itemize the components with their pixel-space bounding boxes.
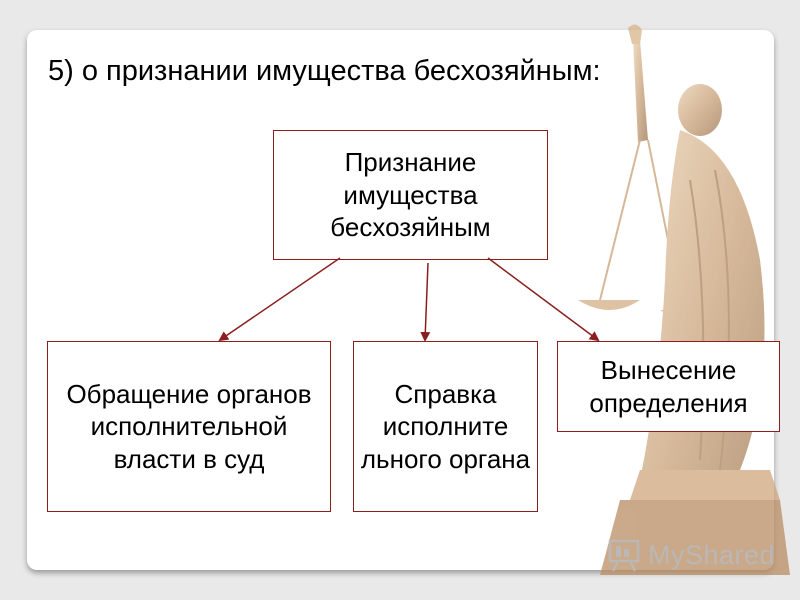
child-box-label: Справка исполните льного органа (360, 378, 531, 474)
root-box-label: Признание имущества бесхозяйным (330, 147, 491, 243)
child-box-ruling: Вынесение определения (557, 341, 780, 432)
presentation-board-icon (608, 539, 640, 572)
watermark: MyShared (608, 537, 775, 573)
slide-heading: 5) о признании имущества бесхозяйным: (48, 55, 601, 87)
child-box-court-appeal: Обращение органов исполнительной власти … (47, 341, 331, 512)
child-box-label: Обращение органов исполнительной власти … (66, 378, 312, 474)
root-box: Признание имущества бесхозяйным (273, 130, 548, 260)
watermark-text: MyShared (648, 539, 776, 570)
child-box-certificate: Справка исполните льного органа (353, 341, 538, 512)
child-box-label: Вынесение определения (589, 355, 748, 418)
